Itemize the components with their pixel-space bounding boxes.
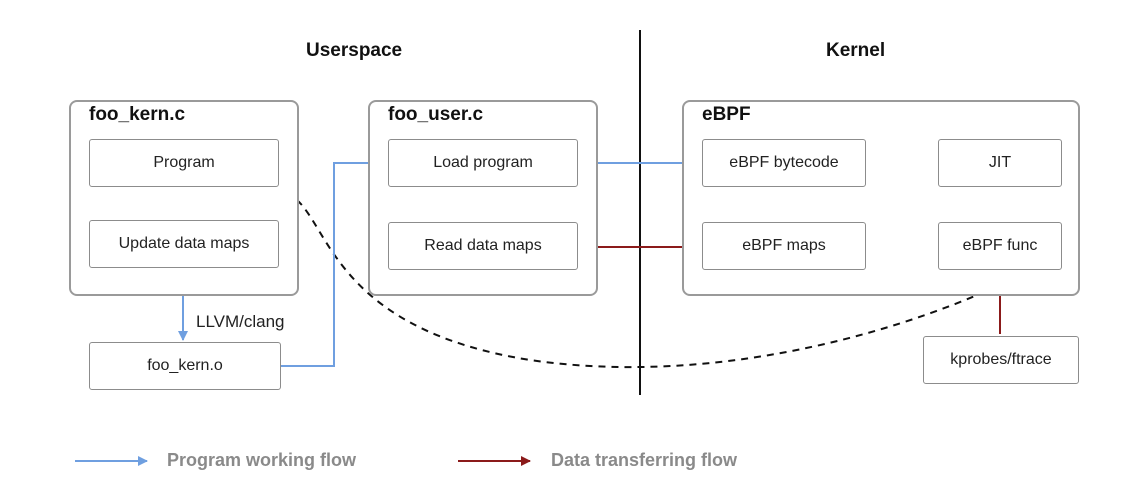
program-box: Program <box>89 139 279 187</box>
jit-box: JIT <box>938 139 1062 187</box>
ebpf-bytecode-box: eBPF bytecode <box>702 139 866 187</box>
legend-data-flow-label: Data transferring flow <box>551 450 738 470</box>
arrow-object-to-load-program <box>281 158 387 367</box>
dashed-attach-curve <box>296 199 1001 369</box>
update-data-maps-box: Update data maps <box>89 220 279 268</box>
ebpf-maps-box: eBPF maps <box>702 222 866 270</box>
llvm-clang-label: LLVM/clang <box>196 312 285 331</box>
foo-user-title: foo_user.c <box>388 104 484 125</box>
load-program-box: Load program <box>388 139 578 187</box>
kernel-title: Kernel <box>826 40 886 61</box>
read-data-maps-box: Read data maps <box>388 222 578 270</box>
foo-kern-title: foo_kern.c <box>89 104 186 125</box>
legend-program-flow-label: Program working flow <box>167 450 357 470</box>
ebpf-title: eBPF <box>702 104 751 125</box>
foo-kern-object-box: foo_kern.o <box>89 342 281 390</box>
ebpf-func-box: eBPF func <box>938 222 1062 270</box>
userspace-title: Userspace <box>306 40 403 61</box>
kprobes-ftrace-box: kprobes/ftrace <box>923 336 1079 384</box>
